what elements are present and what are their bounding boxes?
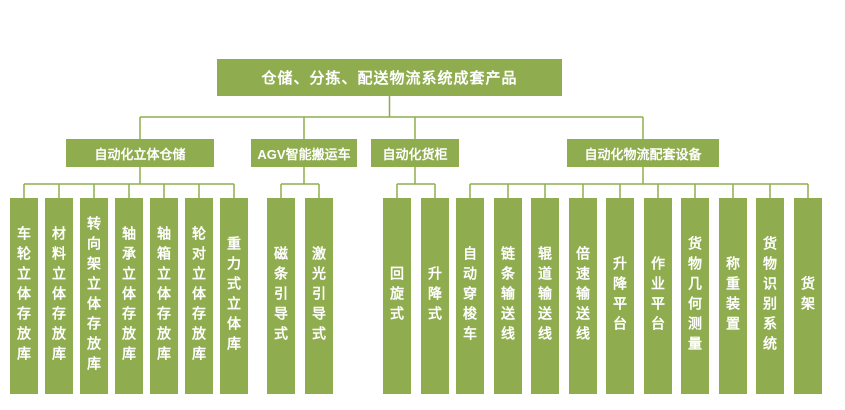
root-node: 仓储、分拣、配送物流系统成套产品 bbox=[217, 59, 562, 96]
category-auto-warehouse: 自动化立体仓储 bbox=[66, 139, 214, 167]
leaf-node: 车轮立体存放库 bbox=[10, 198, 38, 394]
leaf-node: 轮对立体存放库 bbox=[185, 198, 213, 394]
leaf-node: 辊道输送线 bbox=[531, 198, 559, 394]
leaf-node: 称重装置 bbox=[719, 198, 747, 394]
leaf-node: 货物几何测量 bbox=[681, 198, 709, 394]
leaf-node: 倍速输送线 bbox=[569, 198, 597, 394]
leaf-node: 升降式 bbox=[421, 198, 449, 394]
leaf-node: 货架 bbox=[794, 198, 822, 394]
leaf-node: 激光引导式 bbox=[305, 198, 333, 394]
category-auto-container: 自动化货柜 bbox=[371, 139, 459, 167]
leaf-node: 轴承立体存放库 bbox=[115, 198, 143, 394]
leaf-node: 作业平台 bbox=[644, 198, 672, 394]
leaf-node: 链条输送线 bbox=[494, 198, 522, 394]
category-agv-vehicle: AGV智能搬运车 bbox=[251, 139, 357, 167]
leaf-node: 材料立体存放库 bbox=[45, 198, 73, 394]
leaf-node: 升降平台 bbox=[606, 198, 634, 394]
leaf-node: 回旋式 bbox=[383, 198, 411, 394]
leaf-node: 转向架立体存放库 bbox=[80, 198, 108, 394]
category-logistics-equipment: 自动化物流配套设备 bbox=[567, 139, 719, 167]
leaf-node: 货物识别系统 bbox=[756, 198, 784, 394]
leaf-node: 重力式立体库 bbox=[220, 198, 248, 394]
leaf-node: 自动穿梭车 bbox=[456, 198, 484, 394]
leaf-node: 轴箱立体存放库 bbox=[150, 198, 178, 394]
leaf-node: 磁条引导式 bbox=[267, 198, 295, 394]
